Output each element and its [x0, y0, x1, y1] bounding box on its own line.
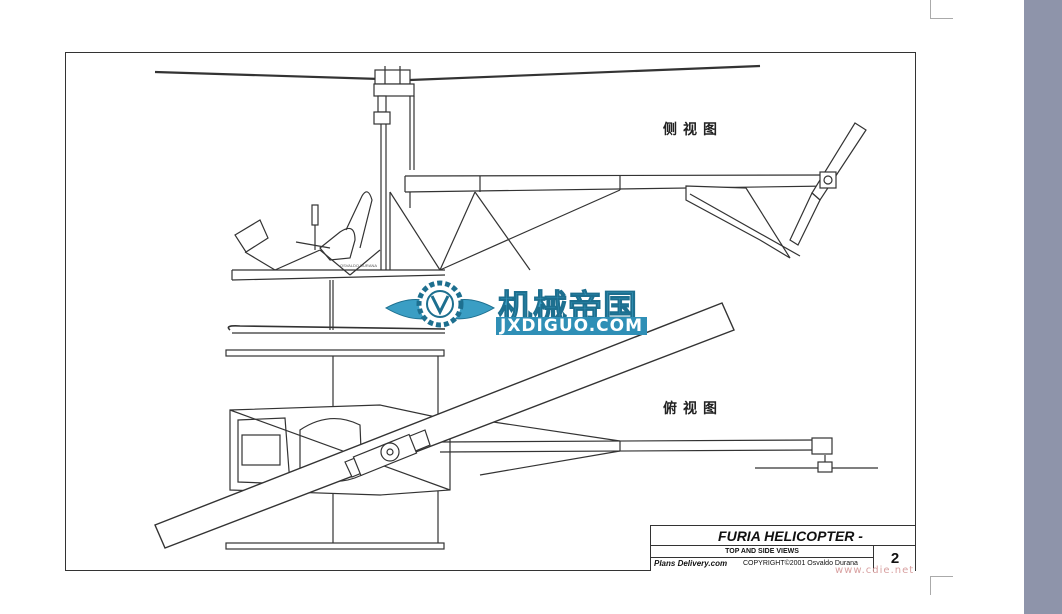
side-view-label: 侧视图: [663, 122, 723, 138]
lower-frame-side: [231, 249, 446, 281]
sheet-number-box: 2: [873, 546, 916, 572]
seat-and-controls: [234, 191, 373, 261]
tail-fin: [685, 185, 791, 259]
publisher-text: Plans Delivery.com: [654, 559, 728, 568]
tail-boom-side: [404, 174, 831, 193]
airframe-truss: [389, 189, 621, 271]
watermark-latin-text: JXDIGUO.COM: [496, 317, 648, 335]
top-view: [154, 302, 878, 550]
nameplate-text: OSVALDO DURANA: [340, 263, 377, 268]
crop-mark-bottom: [930, 576, 953, 595]
site-watermark-text: www.cdie.net: [835, 565, 915, 576]
drawing-title: FURIA HELICOPTER -: [651, 526, 916, 546]
title-block-divider: [651, 557, 873, 558]
drawing-border: [65, 52, 916, 571]
main-rotor-top: [154, 302, 735, 549]
watermark-logo: [384, 280, 496, 328]
sheet-number: 2: [890, 550, 900, 567]
tail-rotor-side: [789, 122, 867, 246]
rotor-mast: [373, 83, 415, 270]
landing-skid-side: [227, 280, 446, 334]
side-view: OSVALDO DURANA: [154, 64, 867, 334]
tail-rotor-top: [755, 455, 878, 473]
main-rotor-side: [154, 64, 761, 85]
tail-boom-top: [439, 419, 833, 476]
copyright-text: COPYRIGHT©2001 Osvaldo Durana: [743, 560, 858, 567]
drawing-subtitle: TOP AND SIDE VIEWS: [725, 548, 799, 555]
crop-mark-top: [930, 0, 953, 19]
page-side-bar: [1024, 0, 1062, 614]
title-block: FURIA HELICOPTER - TOP AND SIDE VIEWS Pl…: [650, 525, 916, 572]
top-view-label: 俯视图: [663, 401, 723, 417]
